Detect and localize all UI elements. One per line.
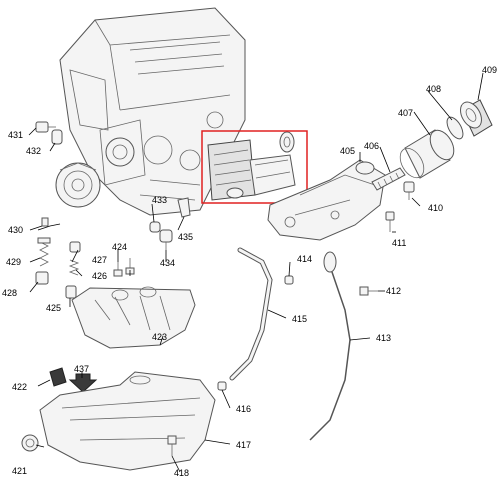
callout-426: 426 — [92, 271, 107, 281]
callout-423: 423 — [152, 332, 167, 342]
seal-416 — [217, 381, 227, 391]
callout-415: 415 — [292, 314, 307, 324]
oil-filter-housing — [267, 159, 386, 241]
callout-433: 433 — [152, 195, 167, 205]
sensor-434 — [159, 229, 173, 250]
sleeve-432 — [51, 129, 63, 145]
callout-408: 408 — [426, 84, 441, 94]
callout-431: 431 — [8, 130, 23, 140]
callout-413: 413 — [376, 333, 391, 343]
callout-406: 406 — [364, 141, 379, 151]
callout-437: 437 — [74, 364, 89, 374]
oil-filter-element-407 — [399, 129, 455, 179]
dipstick-tube-415 — [229, 247, 273, 381]
callout-427: 427 — [92, 255, 107, 265]
callout-435: 435 — [178, 232, 193, 242]
seal-421 — [21, 434, 39, 452]
callout-407: 407 — [398, 108, 413, 118]
callout-417: 417 — [236, 440, 251, 450]
bolts-424 — [113, 258, 135, 277]
drain-plug-422 — [49, 367, 67, 387]
spring-429 — [37, 237, 51, 267]
callout-414: 414 — [297, 254, 312, 264]
plug-410 — [403, 181, 415, 200]
seal-ring-408 — [446, 116, 464, 140]
callout-432: 432 — [26, 146, 41, 156]
callout-425: 425 — [46, 303, 61, 313]
callout-409: 409 — [482, 65, 497, 75]
bolt-418 — [167, 435, 177, 456]
baffle-423 — [71, 286, 196, 349]
crankshaft-pulley — [55, 162, 101, 208]
callout-416: 416 — [236, 404, 251, 414]
callout-412: 412 — [386, 286, 401, 296]
pin-430 — [37, 217, 61, 231]
callout-428: 428 — [2, 288, 17, 298]
callout-424: 424 — [112, 242, 127, 252]
callout-410: 410 — [428, 203, 443, 213]
callout-418: 418 — [174, 468, 189, 478]
piston-428 — [35, 271, 49, 285]
bypass-valve-406 — [371, 167, 406, 191]
highlight-box — [201, 130, 308, 204]
piston-427 — [69, 241, 81, 253]
callout-422: 422 — [12, 382, 27, 392]
callout-421: 421 — [12, 466, 27, 476]
oil-cooler-assembly — [207, 131, 296, 201]
bracket-435 — [177, 197, 191, 218]
plug-425 — [65, 285, 77, 299]
callout-434: 434 — [160, 258, 175, 268]
leader-lines — [28, 72, 484, 473]
filter-cap-409 — [460, 99, 493, 137]
sensor-433 — [149, 221, 161, 233]
callout-430: 430 — [8, 225, 23, 235]
callout-429: 429 — [6, 257, 21, 267]
dipstick-413 — [309, 251, 351, 441]
callout-405: 405 — [340, 146, 355, 156]
bolt-411 — [385, 211, 395, 232]
bolt-431 — [35, 121, 56, 133]
timing-gear — [99, 119, 146, 186]
oil-pan-417 — [39, 371, 216, 471]
callout-411: 411 — [392, 238, 406, 248]
bolt-412 — [359, 286, 378, 296]
arrow-437 — [68, 373, 98, 393]
spring-426 — [68, 259, 80, 276]
clip-414 — [284, 275, 294, 285]
